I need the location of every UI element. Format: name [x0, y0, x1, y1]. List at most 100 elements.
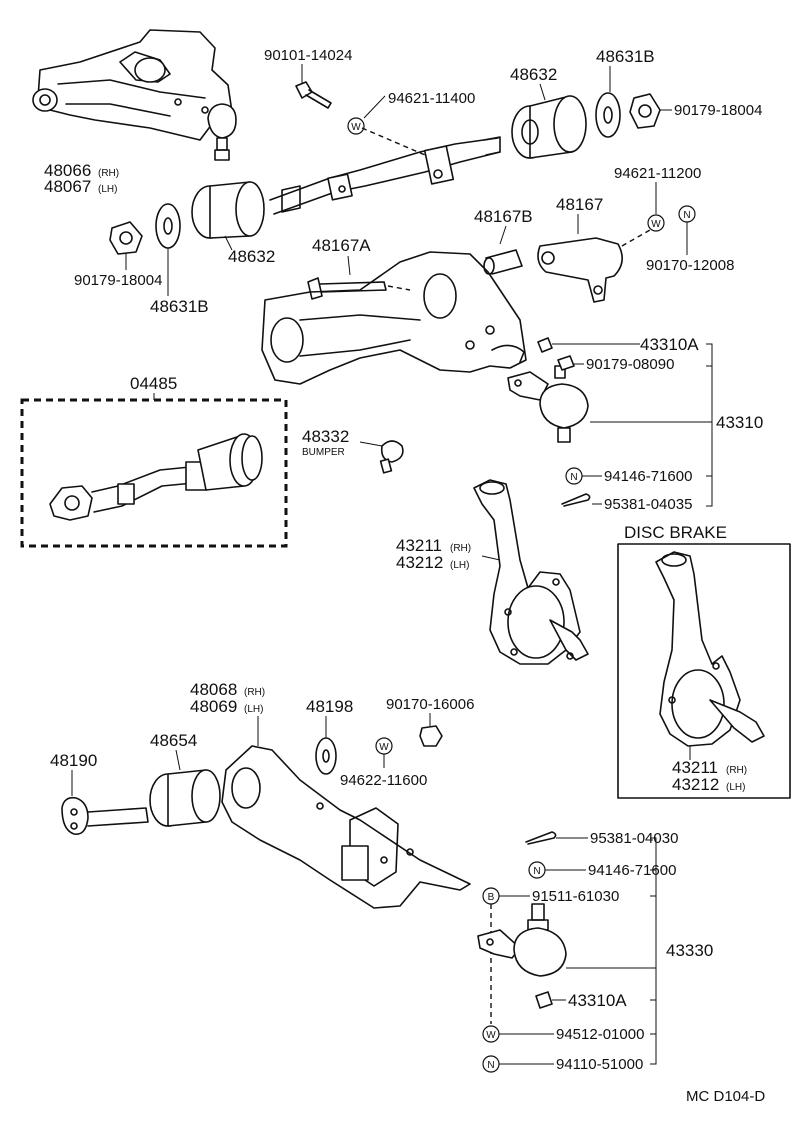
- label-94622-11600: 94622-11600: [340, 772, 427, 789]
- label-43212-disc: 43212: [672, 775, 719, 794]
- disc-brake-title: DISC BRAKE: [624, 523, 727, 542]
- label-95381-04035: 95381-04035: [604, 496, 692, 513]
- label-91511-61030: 91511-61030: [532, 888, 619, 905]
- svg-text:W: W: [379, 742, 389, 753]
- label-48069-lh: (LH): [244, 704, 263, 715]
- ball-joint-icon: [207, 103, 237, 161]
- nut-icon: [557, 355, 575, 371]
- label-43310a-top: 43310A: [640, 335, 699, 354]
- label-43211-rh: (RH): [450, 543, 471, 554]
- nut-icon: [419, 725, 443, 747]
- kit-box: [20, 398, 288, 548]
- label-48190: 48190: [50, 751, 97, 770]
- label-43310: 43310: [716, 413, 763, 432]
- svg-text:N: N: [533, 866, 540, 877]
- label-94110-51000: 94110-51000: [556, 1056, 643, 1073]
- label-94146-71600-bot: 94146-71600: [588, 862, 676, 879]
- label-48167b: 48167B: [474, 207, 533, 226]
- label-48631b-top: 48631B: [596, 47, 655, 66]
- nut-icon: N: [528, 861, 546, 879]
- svg-text:W: W: [351, 122, 361, 133]
- svg-text:W: W: [486, 1030, 496, 1041]
- upper-arm-icon: [32, 29, 233, 141]
- label-48632-top: 48632: [510, 65, 557, 84]
- knuckle-icon: [473, 479, 589, 665]
- label-48066-rh: (RH): [98, 168, 119, 179]
- washer-icon: [155, 203, 181, 249]
- nut-icon: [537, 337, 553, 353]
- label-43212-lh: (LH): [450, 560, 469, 571]
- label-43330: 43330: [666, 941, 713, 960]
- cotter-pin-icon: [525, 831, 557, 845]
- bolt-icon: B: [482, 887, 500, 905]
- label-48066: 48066: [44, 161, 91, 180]
- label-94146-71600-top: 94146-71600: [604, 468, 692, 485]
- label-90170-16006: 90170-16006: [386, 696, 474, 713]
- label-43211-disc-rh: (RH): [726, 765, 747, 776]
- washer-icon: W: [482, 1025, 500, 1043]
- label-48067: 48067: [44, 177, 91, 196]
- label-48632-left: 48632: [228, 247, 275, 266]
- washer-icon: [595, 92, 621, 138]
- bumper-icon: [379, 440, 404, 474]
- label-95381-04030: 95381-04030: [590, 830, 678, 847]
- label-43310a-bot: 43310A: [568, 991, 627, 1010]
- label-48069: 48069: [190, 697, 237, 716]
- bushing-icon: [191, 181, 265, 239]
- washer-icon: W: [347, 117, 365, 135]
- label-43211-disc: 43211: [672, 758, 718, 777]
- label-04485: 04485: [130, 374, 177, 393]
- label-48654: 48654: [150, 731, 197, 750]
- washer-icon: W: [375, 737, 393, 755]
- nut-icon: N: [482, 1055, 500, 1073]
- nut-icon: [629, 93, 661, 129]
- svg-text:N: N: [570, 472, 577, 483]
- label-48167: 48167: [556, 195, 603, 214]
- footer-code: MC D104-D: [686, 1088, 765, 1105]
- ball-joint-icon: [477, 903, 567, 977]
- label-43211: 43211: [396, 536, 442, 555]
- cam-plate-icon: [537, 237, 623, 303]
- bushing-icon: [149, 769, 221, 827]
- bushing-icon: [49, 433, 263, 521]
- washer-icon: [315, 737, 337, 775]
- label-48198: 48198: [306, 697, 353, 716]
- svg-text:W: W: [651, 219, 661, 230]
- label-48332: 48332: [302, 427, 349, 446]
- svg-text:N: N: [487, 1060, 494, 1071]
- knuckle-icon: [655, 551, 765, 747]
- bolt-icon: [61, 796, 149, 835]
- ball-joint-icon: [507, 365, 589, 443]
- bushing-icon: [483, 249, 523, 275]
- label-48068-rh: (RH): [244, 687, 265, 698]
- label-94621-11400: 94621-11400: [388, 90, 475, 107]
- label-bumper: BUMPER: [302, 447, 345, 458]
- label-48167a: 48167A: [312, 236, 371, 255]
- shaft-icon: [269, 136, 501, 215]
- frame-bracket-icon: [261, 251, 527, 385]
- label-94621-11200: 94621-11200: [614, 165, 701, 182]
- label-48068: 48068: [190, 680, 237, 699]
- label-43212: 43212: [396, 553, 443, 572]
- label-43212-disc-lh: (LH): [726, 782, 745, 793]
- lower-arm-icon: [221, 745, 471, 909]
- label-90179-08090: 90179-08090: [586, 356, 674, 373]
- svg-text:B: B: [488, 892, 495, 903]
- bushing-icon: [511, 95, 587, 159]
- nut-icon: N: [678, 205, 696, 223]
- svg-text:N: N: [683, 210, 690, 221]
- bolt-icon: [295, 81, 332, 109]
- label-90179-18004-top: 90179-18004: [674, 102, 762, 119]
- nut-icon: N: [565, 467, 583, 485]
- nut-icon: [109, 221, 143, 255]
- label-94512-01000: 94512-01000: [556, 1026, 644, 1043]
- cotter-pin-icon: [561, 493, 591, 507]
- label-48067-lh: (LH): [98, 184, 117, 195]
- washer-icon: W: [647, 214, 665, 232]
- label-90179-18004-left: 90179-18004: [74, 272, 162, 289]
- nut-icon: [535, 991, 553, 1009]
- bolt-icon: [307, 277, 387, 300]
- label-90101-14024: 90101-14024: [264, 47, 352, 64]
- label-90170-12008: 90170-12008: [646, 257, 734, 274]
